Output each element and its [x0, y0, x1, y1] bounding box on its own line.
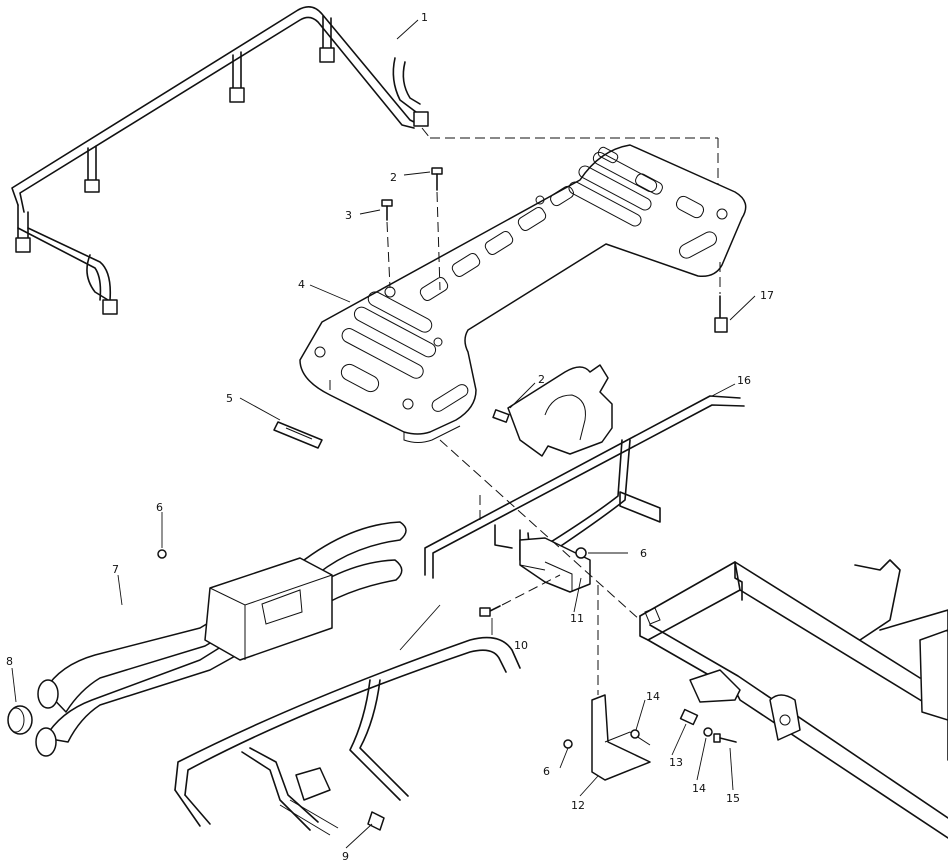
callout-11: 11: [570, 612, 584, 625]
callout-9: 9: [342, 850, 349, 862]
callout-12: 12: [571, 799, 585, 812]
decal-part-5: [273, 421, 323, 449]
bolt-part-3: [381, 199, 393, 221]
callout-4: 4: [298, 278, 305, 291]
dash-rail-to-rack: [421, 127, 431, 139]
rack-rail-part-1: [11, 6, 429, 315]
callout-1: 1: [421, 11, 428, 24]
nut-part-6-bottom: [563, 739, 573, 749]
nut-part-14-left: [630, 729, 640, 739]
lower-frame-part-9: [174, 636, 521, 836]
dash-frame-link: [439, 439, 641, 621]
nut-part-6-left: [157, 549, 167, 559]
mount-bracket-part-12: [591, 694, 651, 781]
dash-bolt-10: [501, 574, 561, 606]
callout-7: 7: [112, 563, 119, 576]
end-cap-part-8: [7, 705, 33, 735]
bolt-part-17: [714, 295, 728, 333]
callout-10: 10: [514, 639, 528, 652]
bracket-part-2: [492, 364, 613, 457]
vehicle-frame: [639, 559, 948, 839]
callout-16: 16: [737, 374, 751, 387]
callout-17: 17: [760, 289, 774, 302]
callout-14-left: 14: [646, 690, 660, 703]
callout-15: 15: [726, 792, 740, 805]
dash-bolt-3: [386, 221, 391, 289]
dash-lower-frame-9: [399, 604, 441, 651]
callout-13: 13: [669, 756, 683, 769]
bolt-part-10: [479, 605, 501, 617]
callout-6-bottom: 6: [543, 765, 550, 778]
callout-2-bracket: 2: [538, 373, 545, 386]
nut-part-6-center: [575, 547, 587, 559]
callout-14-right: 14: [692, 782, 706, 795]
front-bumper-part-7: [35, 521, 407, 757]
rack-platform-part-4: [299, 144, 747, 443]
washer-part-14-right: [703, 727, 713, 737]
spacer-part-13: [679, 708, 699, 726]
callout-5: 5: [226, 392, 233, 405]
dash-bolt-2: [436, 191, 441, 291]
callout-8: 8: [6, 655, 13, 668]
callout-6-left: 6: [156, 501, 163, 514]
bolt-part-15: [713, 733, 737, 743]
callout-6-center: 6: [640, 547, 647, 560]
callout-2-top: 2: [390, 171, 397, 184]
bolt-part-2-top: [431, 167, 443, 191]
callout-3: 3: [345, 209, 352, 222]
